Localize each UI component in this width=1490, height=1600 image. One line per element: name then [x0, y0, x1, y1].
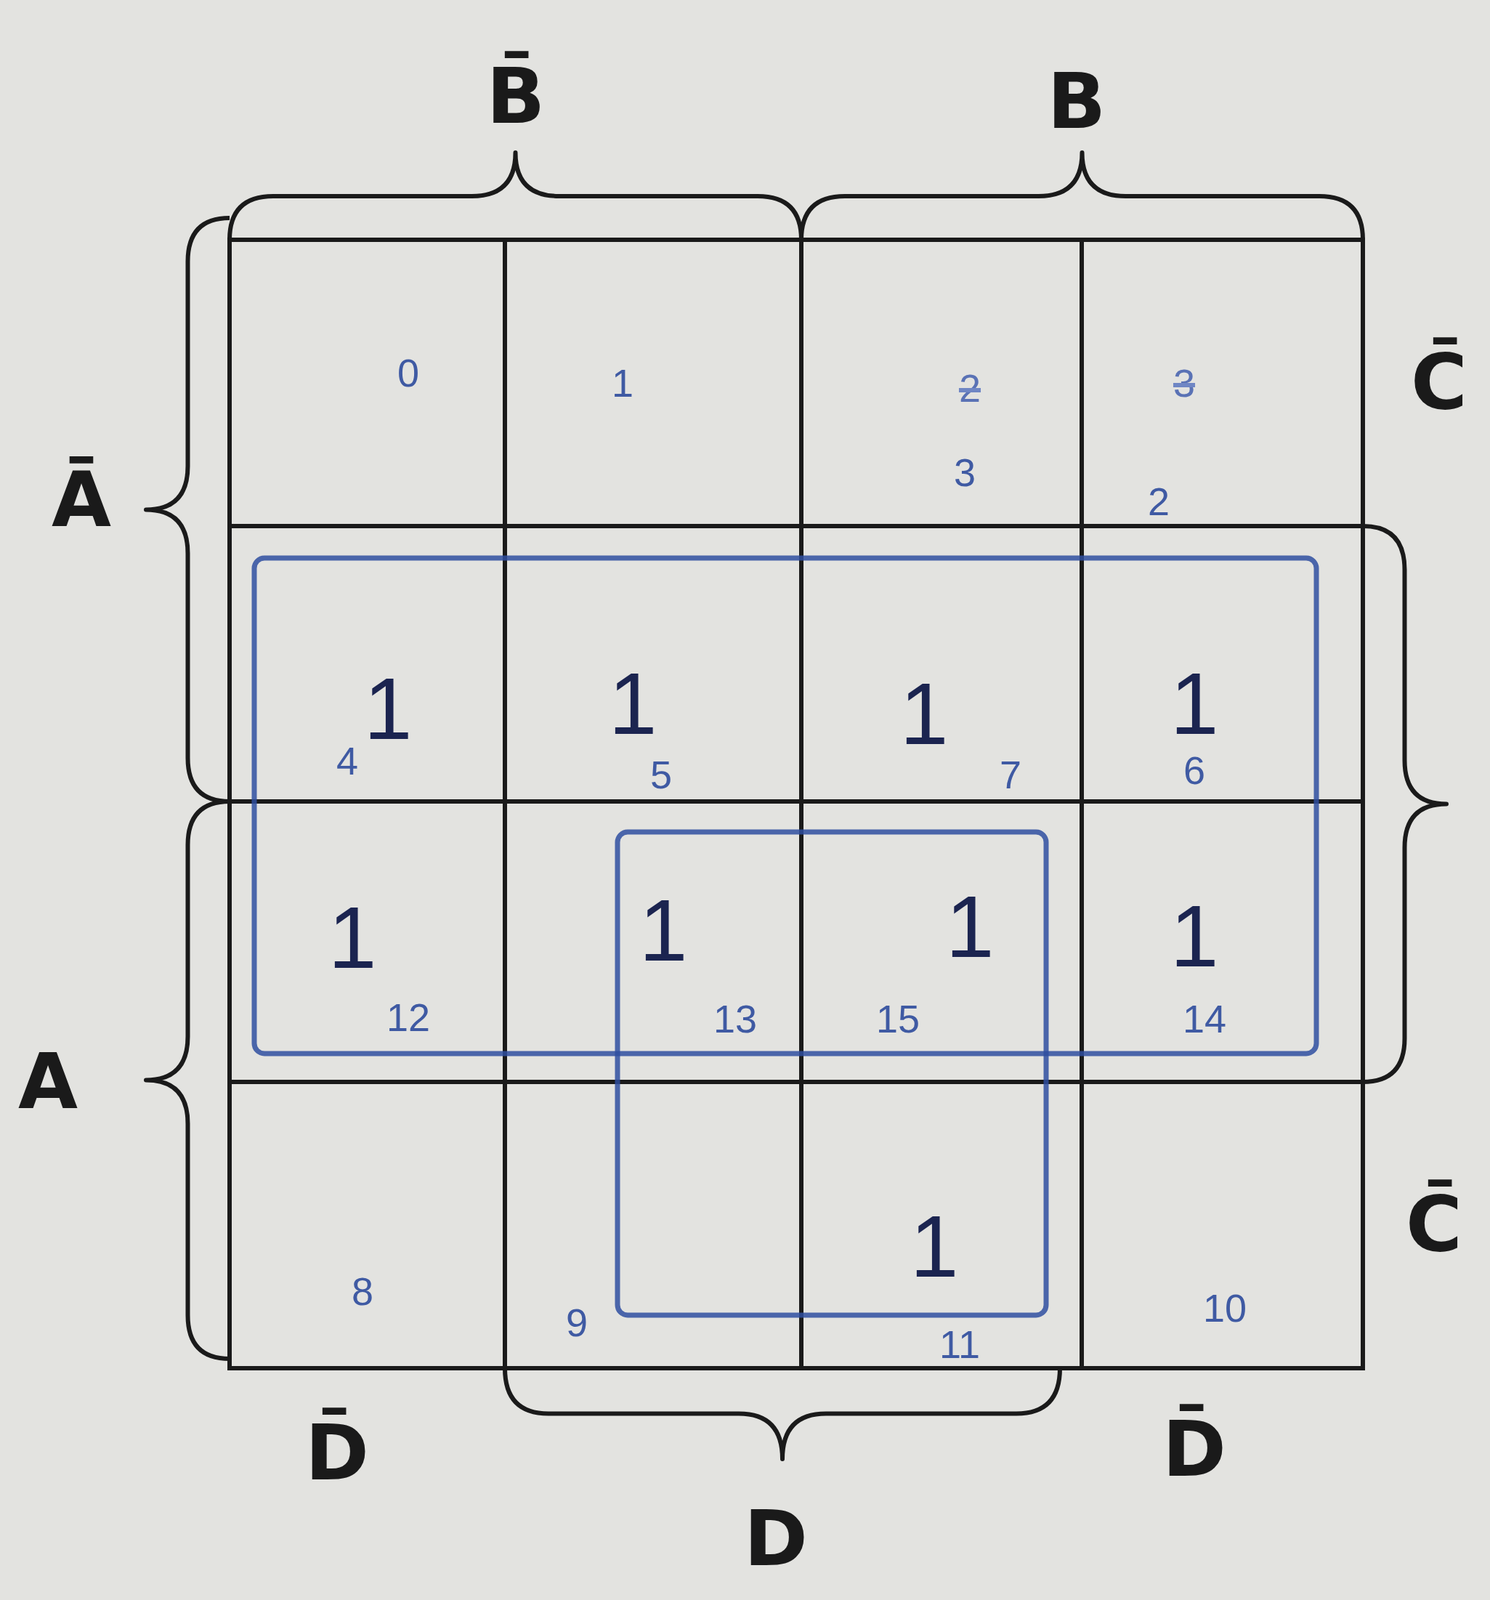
- group-loop: [617, 831, 1047, 1315]
- grouping-loops: [254, 557, 1317, 1315]
- cell-index: 5: [650, 754, 672, 795]
- cell-index: 15: [876, 998, 920, 1039]
- struck-index: 3: [1173, 363, 1196, 403]
- cell-value: 1: [910, 1202, 959, 1290]
- cell-value: 1: [363, 664, 413, 752]
- cell-index: 2: [1147, 481, 1170, 521]
- variable-label: B: [1047, 63, 1107, 141]
- cell-value: 1: [639, 886, 688, 974]
- cell-index: 14: [1182, 998, 1227, 1039]
- grid-line: [229, 523, 1363, 529]
- grid-line: [229, 1079, 1363, 1084]
- cell-index: 6: [1183, 750, 1206, 790]
- cell-index: 8: [351, 1271, 374, 1311]
- cell-index: 0: [397, 353, 420, 393]
- cell-index: 9: [565, 1302, 588, 1342]
- grid-line: [1079, 239, 1084, 1368]
- cell-value: 1: [1170, 892, 1220, 980]
- grid-line: [229, 799, 1363, 804]
- brace: [801, 152, 1363, 240]
- cell-index: 11: [939, 1324, 981, 1364]
- cell-value: 1: [900, 669, 949, 757]
- brace: [146, 217, 230, 802]
- variable-label: D: [743, 1500, 808, 1578]
- kmap-grid: [229, 239, 1363, 1368]
- cell-index: 7: [999, 754, 1022, 795]
- grid-line: [229, 1365, 1363, 1371]
- variable-label: C̄: [1410, 344, 1468, 422]
- brace: [146, 801, 230, 1359]
- cell-index: 3: [953, 452, 976, 492]
- grid-line: [229, 237, 1363, 242]
- cell-value: 1: [328, 893, 378, 981]
- grid-line: [1360, 239, 1366, 1368]
- brace: [229, 152, 802, 240]
- group-loop: [254, 557, 1317, 1054]
- variable-label: D̄: [305, 1414, 370, 1492]
- cell-value: 1: [608, 659, 658, 747]
- cell-value: 1: [1170, 659, 1220, 747]
- cell-value: 1: [945, 882, 995, 970]
- struck-index: 2: [958, 368, 981, 408]
- cell-index: 1: [611, 363, 634, 403]
- cell-index: 12: [386, 997, 431, 1037]
- variable-label: Ā: [51, 461, 112, 539]
- brace: [1362, 525, 1447, 1082]
- variable-label: B̄: [486, 58, 546, 136]
- cell-index: 13: [713, 998, 757, 1039]
- grid-line: [799, 239, 804, 1368]
- variable-label: C̄: [1405, 1186, 1463, 1264]
- cell-index: 10: [1203, 1288, 1247, 1328]
- cell-index: 4: [336, 741, 359, 781]
- grid-line: [227, 239, 232, 1368]
- variable-braces: [146, 152, 1447, 1459]
- brace: [504, 1367, 1060, 1459]
- grid-line: [502, 239, 508, 1368]
- variable-label: A: [18, 1043, 78, 1121]
- variable-label: D̄: [1162, 1410, 1227, 1488]
